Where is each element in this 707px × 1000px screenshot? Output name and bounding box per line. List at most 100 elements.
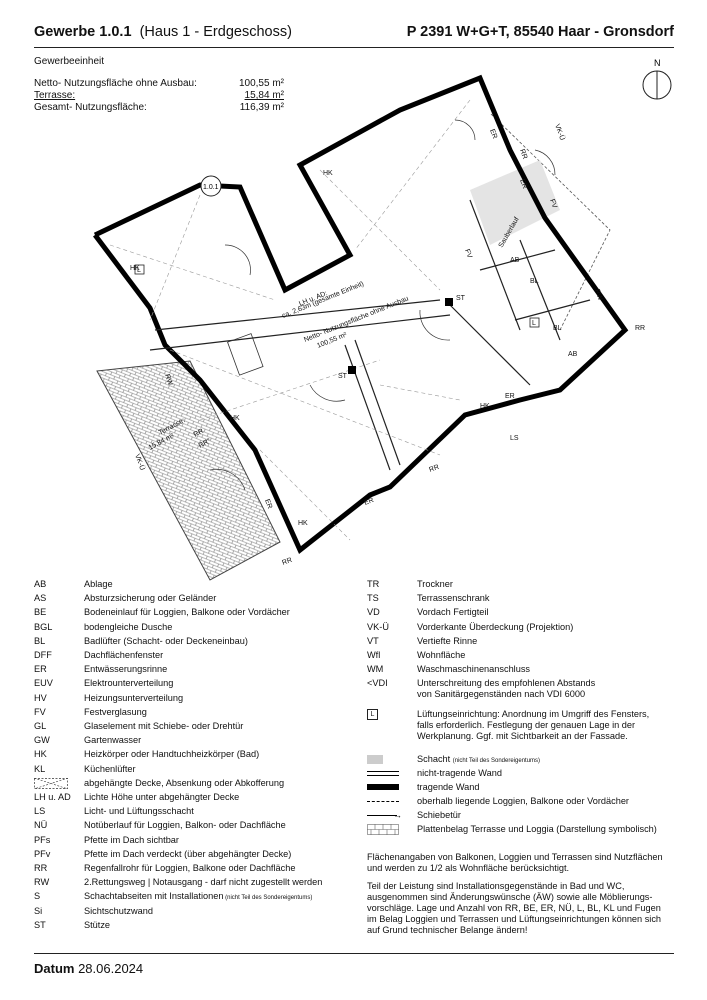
l-marker: L — [532, 320, 536, 327]
legend-abbr: Wfl — [367, 650, 381, 660]
legend-desc: Wohnfläche — [417, 650, 466, 660]
legend-desc: Notüberlauf für Loggien, Balkon- oder Da… — [84, 820, 286, 831]
legend-abbr: ER — [34, 664, 47, 675]
rr-label: RR — [193, 428, 205, 439]
legend-abbr: WM — [367, 664, 384, 675]
legend-abbr: TR — [367, 579, 380, 589]
legend-desc: bodengleiche Dusche — [84, 621, 173, 632]
legend-abbr: HV — [34, 692, 47, 703]
note-line: im Belag Loggien und Terrassen und Lüftu… — [367, 914, 662, 924]
legend-abbr: NÜ — [34, 820, 48, 831]
legend-desc: Unterschreitung des empfohlenen Abstands — [417, 678, 596, 689]
unit-tag: 1.0.1 — [203, 184, 219, 191]
legend-abbr: Si — [34, 905, 43, 916]
rr-label: RR — [635, 325, 645, 332]
column-icon — [445, 298, 453, 306]
interior-walls — [149, 199, 591, 471]
hk-label: HK — [480, 403, 490, 410]
legend-abbr: AS — [34, 593, 47, 604]
legend-abbr: VK-Ü — [367, 621, 389, 632]
legend-desc: Pfette im Dach verdeckt (über abgehängte… — [84, 848, 292, 859]
legend-desc: Pfette im Dach sichtbar — [84, 834, 179, 845]
rw-label: RW — [593, 288, 604, 302]
area-label: Gesamt- Nutzungsfläche: — [34, 102, 147, 113]
ventilation-icon: L — [367, 709, 378, 720]
room-diagonals — [109, 99, 471, 541]
rr-label: RR — [428, 464, 440, 474]
legend-desc: Heizungsunterverteilung — [84, 692, 184, 703]
legend-abbr: BGL — [34, 621, 53, 632]
rr-label: RR — [518, 148, 528, 160]
footer-date: Datum 28.06.2024 — [34, 961, 143, 976]
header-rule — [34, 47, 674, 48]
legend-desc: Ablage — [84, 579, 113, 589]
fv-label: FV — [463, 248, 473, 259]
project-title: P 2391 W+G+T, 85540 Haar - Gronsdorf — [406, 24, 674, 40]
ls-label: LS — [510, 435, 519, 442]
legend-desc: Absturzsicherung oder Geländer — [84, 593, 217, 604]
legend-desc: Dachflächenfenster — [84, 650, 164, 660]
tile-pattern-icon — [367, 824, 399, 835]
legend-desc: falls erforderlich. Festlegung der genau… — [417, 720, 636, 730]
legend-desc: 2.Rettungsweg | Notausgang - darf nicht … — [84, 877, 323, 888]
legend-abbr: GW — [34, 735, 50, 746]
date-value: 28.06.2024 — [78, 961, 144, 976]
date-label: Datum — [34, 961, 75, 976]
l-marker: L — [137, 267, 141, 274]
er-label: ER — [488, 128, 498, 140]
legend-desc: Regenfallrohr für Loggien, Balkone oder … — [84, 863, 296, 873]
legend-desc: Stütze — [84, 919, 111, 930]
legend-abbr: VD — [367, 607, 380, 618]
unit-location: (Haus 1 - Erdgeschoss) — [139, 24, 292, 40]
legend-abbr: <VDI — [367, 678, 388, 689]
legend-desc: Vordach Fertigteil — [417, 607, 489, 618]
legend-desc: Glaselement mit Schiebe- oder Drehtür — [84, 721, 244, 731]
legend-desc: von Sanitärgegenständen nach VDI 6000 — [417, 689, 586, 700]
table-icon — [227, 333, 264, 376]
legend-abbr: TS — [367, 593, 379, 604]
bearing-walls — [93, 74, 629, 554]
hk-label: HK — [323, 170, 333, 177]
overhang-line — [490, 113, 611, 331]
legend-desc: Sichtschutzwand — [84, 905, 153, 916]
legend-abbr: LS — [34, 806, 46, 817]
rr-label: RR — [281, 557, 293, 567]
legend-abbr: EUV — [34, 678, 53, 689]
column-icon — [348, 366, 356, 374]
note-areas: Flächenangaben von Balkonen, Loggien und… — [367, 852, 663, 874]
ab-label: AB — [510, 257, 520, 264]
legend-small: (nicht Teil des Sondereigentums) — [223, 895, 313, 902]
legend-abbr: LH u. AD — [34, 792, 71, 802]
legend-desc: nicht-tragende Wand — [417, 768, 502, 778]
north-label: N — [654, 58, 661, 68]
legend-abbr: PFv — [34, 848, 51, 859]
fv-label: FV — [548, 198, 558, 209]
legend-abbr: S — [34, 891, 41, 902]
schacht-swatch-icon — [367, 755, 383, 764]
legend-desc: Vertiefte Rinne — [417, 635, 478, 646]
legend-desc: Trockner — [417, 579, 453, 589]
terrace-area — [96, 360, 281, 581]
legend-abbr: BE — [34, 607, 47, 618]
hk-label: HK — [230, 415, 240, 422]
arrow-right-icon: → — [393, 810, 402, 820]
legend-desc: tragende Wand — [417, 782, 480, 792]
er-label: ER — [263, 498, 273, 510]
st-label: ST — [456, 295, 466, 302]
note-line: und werden zu 1/2 als Wohnfläche berücks… — [367, 863, 570, 873]
legend-desc: Elektrounterverteilung — [84, 678, 174, 689]
legend-desc: abgehängte Decke, Absenkung oder Abkoffe… — [84, 777, 285, 788]
legend-desc: Festverglasung — [84, 706, 147, 717]
legend-abbr: ST — [34, 919, 46, 930]
legend-abbr: HK — [34, 749, 47, 760]
legend-desc: Heizkörper oder Handtuchheizkörper (Bad) — [84, 749, 260, 760]
legend-desc: Gartenwasser — [84, 735, 142, 746]
legend-abbr: PFs — [34, 834, 51, 845]
note-line: Teil der Leistung sind Installationsgege… — [367, 881, 625, 891]
legend-desc: Küchenlüfter — [84, 763, 136, 774]
north-arrow-icon: N — [642, 58, 672, 100]
legend-desc: Badlüfter (Schacht- oder Deckeneinbau) — [84, 635, 248, 646]
legend-desc: Plattenbelag Terrasse und Loggia (Darste… — [417, 824, 657, 834]
ab-label: AB — [568, 351, 578, 358]
er-label: ER — [363, 497, 375, 507]
